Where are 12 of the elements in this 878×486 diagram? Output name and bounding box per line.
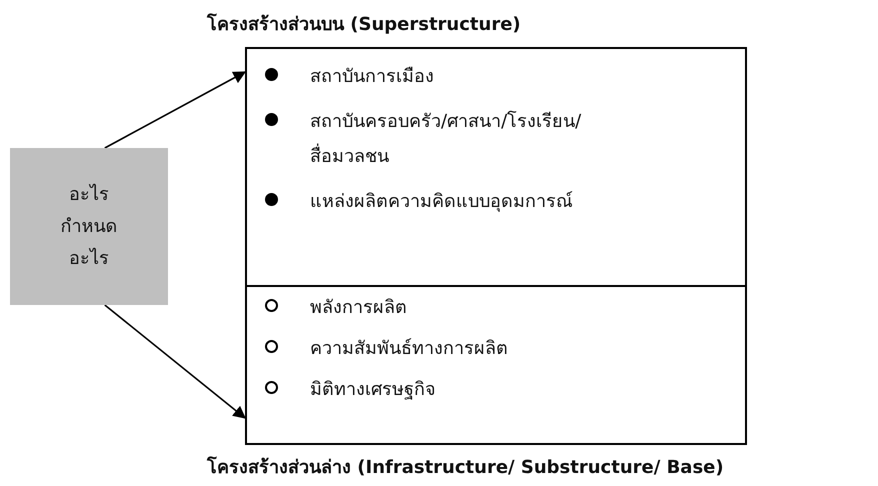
question-box	[10, 148, 168, 305]
arrow	[104, 71, 246, 149]
list-item: ความสัมพันธ์ทางการผลิต	[310, 337, 509, 361]
section-heading: โครงสร้างส่วนบน (Superstructure)	[207, 12, 521, 37]
list-item: แหล่งผลิตความคิดแบบอุดมการณ์	[310, 190, 574, 214]
arrow	[104, 304, 246, 419]
list-item: สถาบันครอบครัว/ศาสนา/โรงเรียน/สื่อมวลชน	[310, 110, 582, 169]
section-heading: โครงสร้างส่วนล่าง (Infrastructure/ Substructure/ Base)	[207, 455, 724, 480]
list-item: สถาบันการเมือง	[310, 65, 435, 89]
list-item: มิติทางเศรษฐกิจ	[310, 378, 437, 402]
box-label: อะไรกำหนดอะไร	[60, 182, 118, 270]
list-item: พลังการผลิต	[310, 296, 408, 320]
